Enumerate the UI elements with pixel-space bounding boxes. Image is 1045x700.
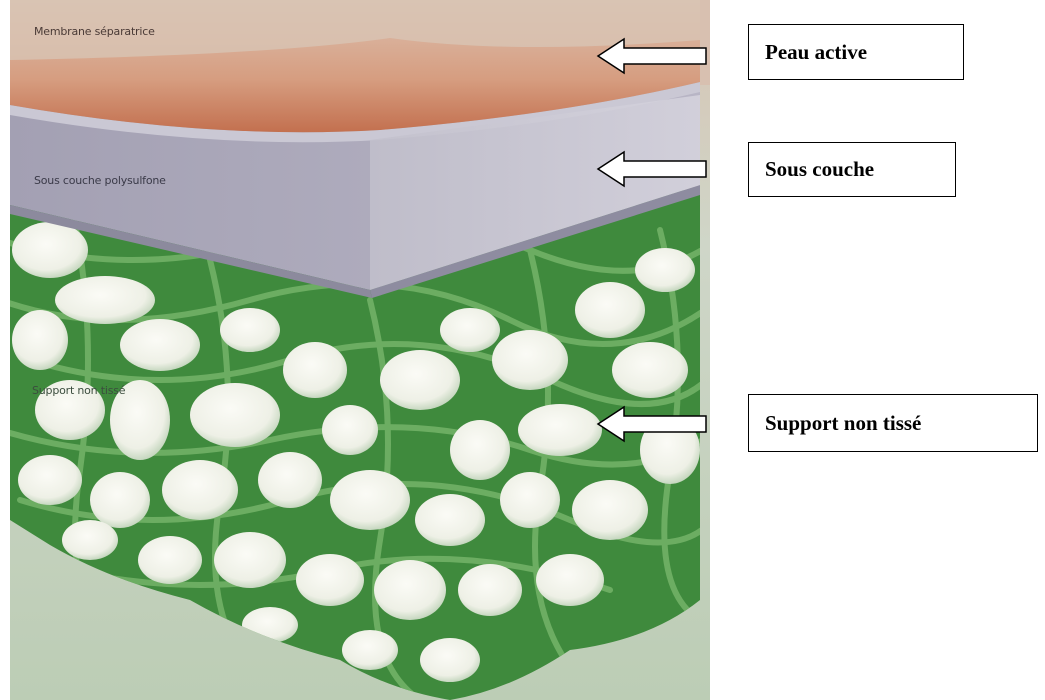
arrow-left-icon bbox=[596, 405, 708, 443]
membrane-cross-section-illustration bbox=[10, 0, 710, 700]
arrow-left-icon bbox=[596, 150, 708, 188]
arrow-left-icon bbox=[596, 37, 708, 75]
callout-label: Support non tissé bbox=[765, 411, 921, 436]
inner-label-membrane: Membrane séparatrice bbox=[34, 25, 155, 38]
callout-support-non-tisse: Support non tissé bbox=[748, 394, 1038, 452]
callout-peau-active: Peau active bbox=[748, 24, 964, 80]
callout-label: Peau active bbox=[765, 40, 867, 65]
inner-label-sous-couche: Sous couche polysulfone bbox=[34, 174, 166, 187]
callout-label: Sous couche bbox=[765, 157, 874, 182]
inner-label-support: Support non tissé bbox=[32, 384, 125, 397]
callout-sous-couche: Sous couche bbox=[748, 142, 956, 197]
